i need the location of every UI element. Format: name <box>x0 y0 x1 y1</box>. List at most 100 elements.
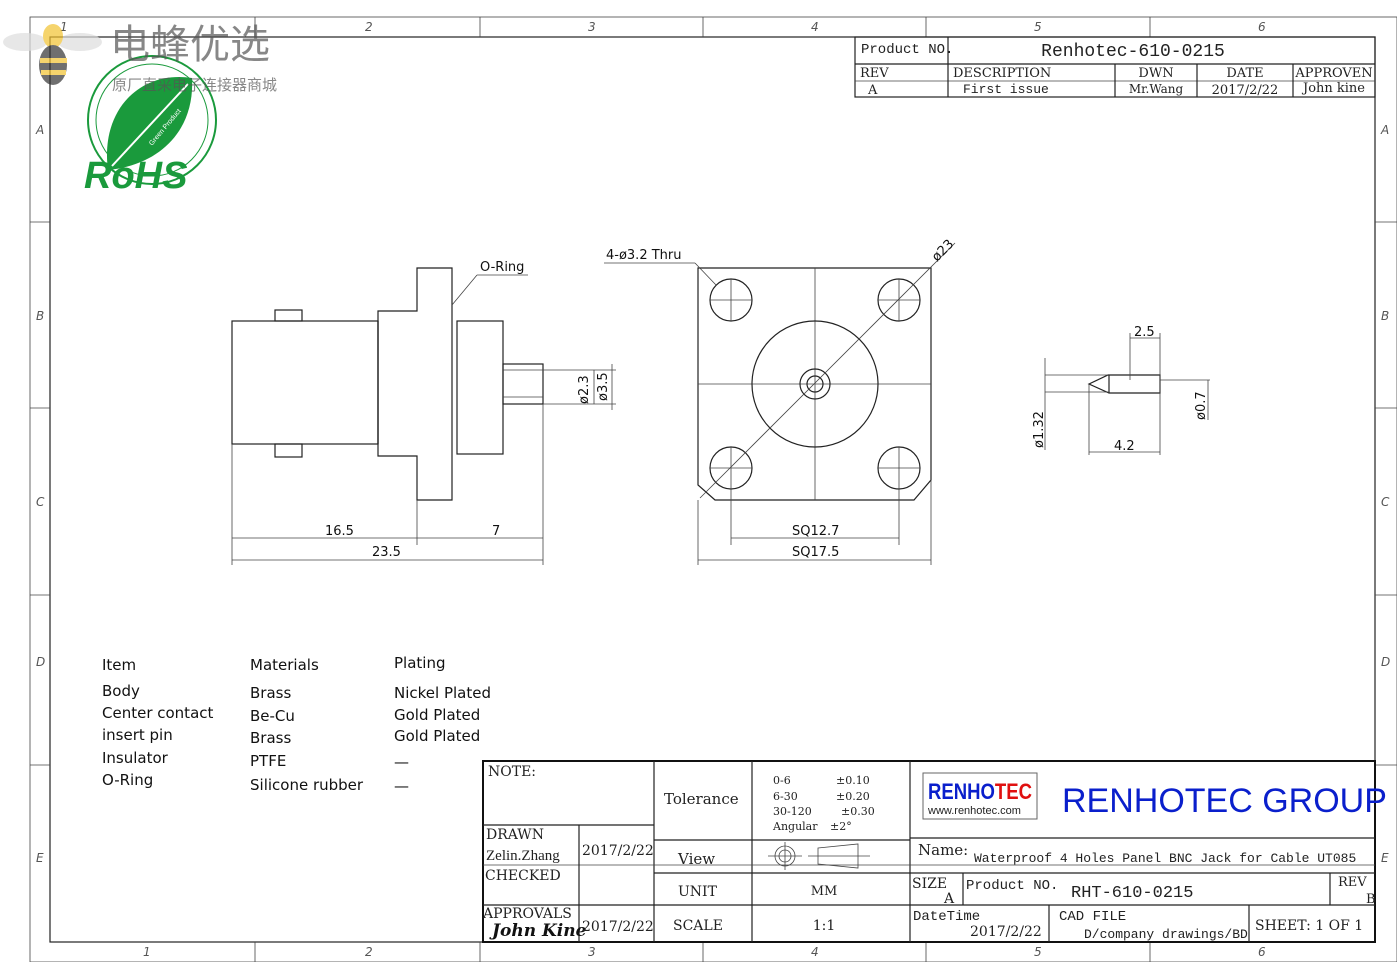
zone-col-3-bottom: 3 <box>588 945 596 959</box>
dim-pin-d1-32: ø1.32 <box>1032 411 1047 448</box>
tolerance-range: Angular <box>772 820 818 833</box>
dim-23-5: 23.5 <box>372 545 401 560</box>
company-name: RENHOTEC GROUP <box>1062 782 1387 820</box>
leaf-icon <box>106 76 193 170</box>
rev-date: 2017/2/22 <box>1212 83 1279 98</box>
bom-item: insert pin <box>102 726 173 744</box>
size-value: A <box>943 891 955 907</box>
bom-material: Be-Cu <box>250 707 295 725</box>
rev-header-approven: APPROVEN <box>1294 66 1372 81</box>
dim-pin-2-5: 2.5 <box>1134 325 1155 340</box>
rev-description: First issue <box>963 82 1049 97</box>
bom-plating: Gold Plated <box>394 727 480 745</box>
zone-row-c-right: C <box>1381 495 1390 509</box>
bom-table: Item Materials Plating Body Brass Nickel… <box>102 654 491 795</box>
bom-plating: — <box>394 753 409 771</box>
zone-row-d: D <box>36 655 45 669</box>
zone-row-c: C <box>36 495 45 509</box>
bom-item: O-Ring <box>102 771 153 789</box>
rev-label: REV <box>1338 875 1367 890</box>
dim-d23: ø23 <box>929 237 957 265</box>
bom-material: PTFE <box>250 752 286 770</box>
revision-block: Product NO. Renhotec-610-0215 REV DESCRI… <box>854 36 1376 98</box>
svg-text:RENHOTEC: RENHOTEC <box>928 779 1032 804</box>
projection-symbol-icon <box>768 842 870 870</box>
dim-7: 7 <box>492 524 500 539</box>
drawn-by: Zelin.Zhang <box>486 848 560 864</box>
bom-material: Silicone rubber <box>250 776 364 794</box>
approver-signature: John Kine <box>489 921 587 941</box>
bom-header-plating: Plating <box>394 654 445 672</box>
zone-row-b-right: B <box>1381 309 1389 323</box>
zone-col-5: 5 <box>1034 20 1042 34</box>
side-view <box>231 267 616 565</box>
rev-product-no: Renhotec-610-0215 <box>1041 42 1225 62</box>
logo-url: www.renhotec.com <box>927 805 1021 817</box>
tolerance-value: ±2° <box>830 820 852 833</box>
zone-labels: 1 2 3 4 5 6 1 2 3 4 5 6 A B C D E A B C … <box>35 20 1390 959</box>
sheet-number: SHEET: 1 OF 1 <box>1255 918 1363 934</box>
zone-row-e-right: E <box>1381 851 1389 865</box>
unit-value: MM <box>811 884 838 899</box>
approvals-label: APPROVALS <box>482 906 572 922</box>
zone-row-d-right: D <box>1381 655 1390 669</box>
tolerance-label: Tolerance <box>664 790 739 808</box>
bom-header-item: Item <box>102 656 136 674</box>
bom-plating: Gold Plated <box>394 706 480 724</box>
tolerance-value: ±0.20 <box>836 790 870 803</box>
product-name: Waterproof 4 Holes Panel BNC Jack for Ca… <box>974 851 1356 866</box>
note-label: NOTE: <box>488 764 536 780</box>
tolerance-range: 30-120 <box>773 805 812 818</box>
bom-item: Body <box>102 682 140 700</box>
zone-col-4: 4 <box>811 20 819 34</box>
datetime-label: DateTime <box>913 909 980 925</box>
bom-header-materials: Materials <box>250 656 319 674</box>
dim-oring: O-Ring <box>480 260 524 275</box>
rev-dwn: Mr.Wang <box>1129 82 1184 96</box>
rohs-text: RoHS <box>84 155 187 197</box>
scale-label: SCALE <box>673 918 723 934</box>
front-view <box>604 242 956 565</box>
datetime-value: 2017/2/22 <box>970 924 1042 940</box>
tolerance-value: ±0.10 <box>836 774 870 787</box>
watermark-brand: 电蜂优选 <box>110 22 270 68</box>
bom-plating: — <box>394 777 409 795</box>
dim-sq17-5: SQ17.5 <box>792 545 839 560</box>
unit-label: UNIT <box>678 884 718 900</box>
drawn-label: DRAWN <box>486 827 544 843</box>
drawn-date: 2017/2/22 <box>582 843 654 859</box>
cad-file-label: CAD FILE <box>1059 909 1126 925</box>
dim-4-holes: 4-ø3.2 Thru <box>606 248 682 263</box>
zone-row-a-right: A <box>1380 123 1389 137</box>
rev-header-dwn: DWN <box>1138 66 1173 81</box>
watermark: 电蜂优选 原厂直采电子连接器商城 <box>3 22 277 94</box>
size-label: SIZE <box>912 876 947 892</box>
rev-value: B <box>1366 892 1376 907</box>
product-no-label: Product NO. <box>966 878 1058 894</box>
rev-approver: John kine <box>1301 81 1365 96</box>
rev-header-description: DESCRIPTION <box>953 66 1051 81</box>
outer-border <box>29 16 1397 962</box>
zone-row-e: E <box>36 851 44 865</box>
scale-value: 1:1 <box>813 918 836 934</box>
checked-label: CHECKED <box>485 868 561 884</box>
name-label: Name: <box>918 841 968 859</box>
bom-plating: Nickel Plated <box>394 684 491 702</box>
dim-pin-4-2: 4.2 <box>1114 439 1135 454</box>
pin-view <box>1044 333 1210 455</box>
dim-16-5: 16.5 <box>325 524 354 539</box>
bom-item: Center contact <box>102 704 214 722</box>
zone-col-2: 2 <box>365 20 373 34</box>
bee-icon <box>3 24 102 85</box>
dim-d2-3: ø2.3 <box>577 375 592 404</box>
rev-product-no-label: Product NO. <box>861 42 953 58</box>
zone-col-6: 6 <box>1258 20 1266 34</box>
zone-col-1-bottom: 1 <box>143 945 151 959</box>
bom-item: Insulator <box>102 749 169 767</box>
bom-material: Brass <box>250 684 291 702</box>
tolerance-value: ±0.30 <box>841 805 875 818</box>
dim-d3-5: ø3.5 <box>596 372 611 401</box>
watermark-tagline: 原厂直采电子连接器商城 <box>112 76 277 94</box>
tolerance-range: 6-30 <box>773 790 798 803</box>
